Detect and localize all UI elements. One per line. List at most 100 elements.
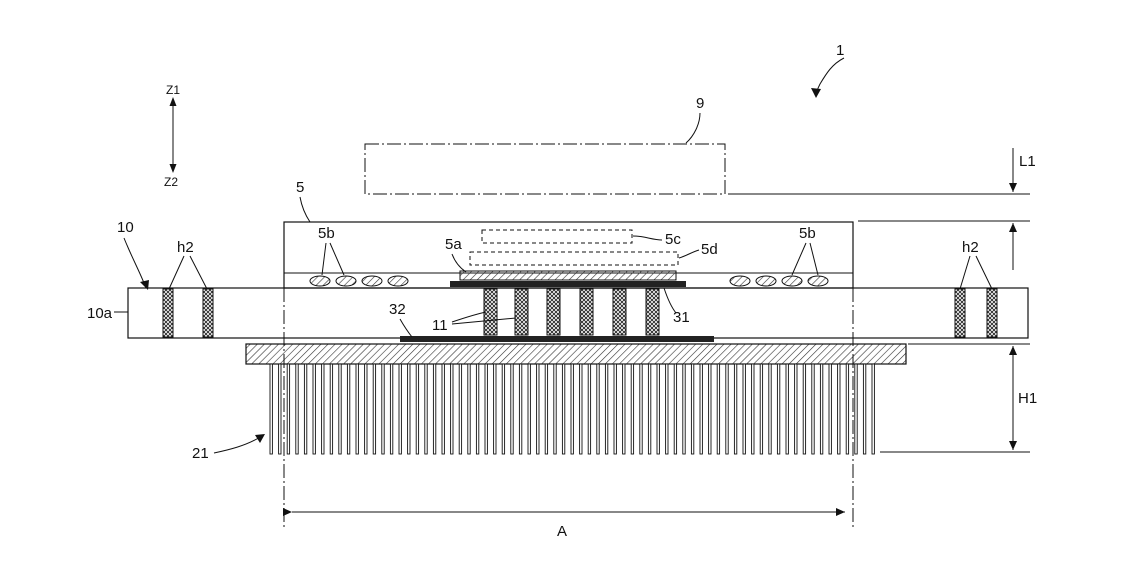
- heatsink-fin: [303, 363, 308, 455]
- heatsink-fin: [725, 363, 729, 455]
- inner-region-5d: [469, 251, 679, 266]
- heatsink-fin: [794, 363, 798, 455]
- pad-32: [400, 336, 714, 342]
- board-10-label: 10: [117, 219, 134, 236]
- vias-label: 11: [432, 317, 448, 334]
- heatsink-fin: [785, 363, 789, 455]
- heatsink-fin: [321, 363, 325, 455]
- heatsink-leader: [213, 435, 263, 454]
- heatsink-fin: [553, 363, 557, 455]
- figure-ref-label: 1: [836, 42, 844, 59]
- heatsink-fin: [312, 363, 316, 455]
- heatsink-fin: [389, 363, 394, 455]
- heatsink-fin: [355, 363, 359, 455]
- heatsink-fin: [639, 363, 643, 455]
- figure-ref-arrowhead: [811, 88, 821, 98]
- heatsink-fin: [733, 363, 738, 455]
- board-surface-label: 10a: [87, 305, 113, 322]
- vias-11: [483, 288, 660, 336]
- inner-5c-leader: [632, 235, 663, 241]
- heatsink-fin: [510, 363, 514, 455]
- component-9-label: 9: [696, 95, 704, 112]
- heatsink-fin: [527, 363, 531, 455]
- heatsink-fin: [630, 363, 635, 455]
- heatsink-arrowhead: [255, 434, 265, 443]
- heatsink-fin: [475, 363, 480, 455]
- heatsink-fin: [613, 363, 617, 455]
- heatsink-fin: [424, 363, 428, 455]
- bumps-left: [309, 275, 409, 287]
- heatsink-fin: [570, 363, 574, 455]
- heatsink-fin: [364, 363, 368, 455]
- hole-h2-left-2: [202, 288, 214, 338]
- hole-h2-right-1: [954, 288, 966, 338]
- heatsink-fin: [441, 363, 445, 455]
- pad-31: [450, 281, 686, 287]
- heatsink-fin: [854, 363, 858, 455]
- heatsink-fin: [682, 363, 686, 455]
- heatsink-fin: [751, 363, 755, 455]
- component-9-box: [364, 143, 726, 195]
- holes-right-label: h2: [962, 239, 979, 256]
- pad-31-leader: [663, 287, 677, 314]
- heatsink-fin: [665, 363, 669, 455]
- heatsink-fin: [690, 363, 695, 455]
- heatsink-fin: [458, 363, 463, 455]
- dimension-H1-label: H1: [1018, 390, 1037, 407]
- inner-5c-label: 5c: [665, 231, 681, 248]
- heatsink-fin: [862, 363, 867, 455]
- heatsink-fin: [596, 363, 600, 455]
- heatsink-fin: [845, 363, 850, 455]
- heatsink-fin: [295, 363, 299, 455]
- heatsink-fin: [673, 363, 678, 455]
- heatsink-fin: [828, 363, 832, 455]
- inner-region-5c: [481, 229, 633, 244]
- heatsink-base: [245, 343, 907, 365]
- pad-32-leader: [399, 318, 413, 338]
- heatsink-fin: [329, 363, 334, 455]
- bumps-left-leaders: [321, 242, 345, 276]
- board-10-arrowhead: [140, 280, 149, 290]
- axis-down-label: Z2: [164, 175, 178, 189]
- chip-5a: [459, 270, 677, 281]
- heatsink-fin: [837, 363, 841, 455]
- heatsink-fin: [278, 363, 282, 455]
- heatsink-fin: [819, 363, 824, 455]
- heatsink-fin: [544, 363, 549, 455]
- heatsink-fin: [587, 363, 592, 455]
- component-9-leader: [685, 112, 701, 144]
- heatsink-fin: [656, 363, 660, 455]
- inner-5d-label: 5d: [701, 241, 718, 258]
- heatsink-fin: [699, 363, 703, 455]
- heatsink-fin: [338, 363, 342, 455]
- dimension-A-label: A: [557, 523, 567, 540]
- chip-5a-leader: [451, 253, 467, 273]
- heatsink-fin: [467, 363, 471, 455]
- component-5-leader: [299, 196, 311, 223]
- axis-up-label: Z1: [166, 83, 180, 97]
- heatsink-fin: [450, 363, 454, 455]
- heatsink-fin: [372, 363, 377, 455]
- holes-left-leaders: [168, 255, 208, 290]
- holes-left-label: h2: [177, 239, 194, 256]
- hole-h2-left-1: [162, 288, 174, 338]
- heatsink-fin: [871, 363, 875, 455]
- component-5-label: 5: [296, 179, 304, 196]
- chip-5a-label: 5a: [445, 236, 462, 253]
- bumps-right-label: 5b: [799, 225, 816, 242]
- heatsink-fin: [501, 363, 506, 455]
- heatsink-label: 21: [192, 445, 209, 462]
- heatsink-fin: [484, 363, 488, 455]
- dimension-L1-label: L1: [1019, 153, 1036, 170]
- heatsink-fin: [398, 363, 402, 455]
- bumps-right: [729, 275, 829, 287]
- heatsink-fin: [742, 363, 746, 455]
- heatsink-fin: [415, 363, 420, 455]
- heatsink-fin: [536, 363, 540, 455]
- bumps-right-leaders: [791, 242, 819, 276]
- inner-5d-leader: [678, 249, 700, 259]
- heatsink-fin: [579, 363, 583, 455]
- heatsink-fin: [811, 363, 815, 455]
- heatsink-fins: [269, 363, 875, 455]
